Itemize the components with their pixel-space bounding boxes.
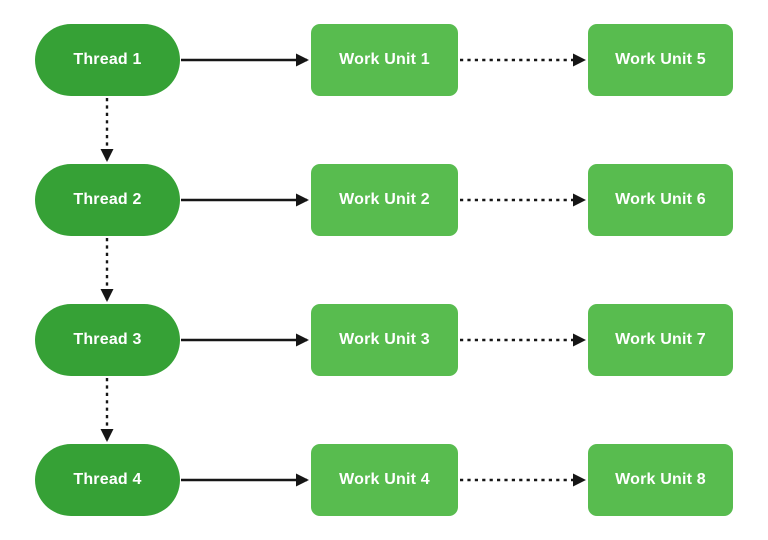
work-unit-node-6: Work Unit 6 (588, 164, 733, 236)
thread-node-2: Thread 2 (35, 164, 180, 236)
work-unit-label: Work Unit 3 (339, 331, 430, 348)
work-unit-label: Work Unit 5 (615, 51, 706, 68)
work-unit-label: Work Unit 8 (615, 471, 706, 488)
work-unit-node-2: Work Unit 2 (311, 164, 458, 236)
work-unit-node-7: Work Unit 7 (588, 304, 733, 376)
thread-label: Thread 2 (73, 191, 142, 208)
work-unit-label: Work Unit 6 (615, 191, 706, 208)
work-unit-label: Work Unit 4 (339, 471, 430, 488)
thread-label: Thread 3 (73, 331, 142, 348)
work-unit-label: Work Unit 2 (339, 191, 430, 208)
work-unit-node-1: Work Unit 1 (311, 24, 458, 96)
thread-label: Thread 4 (73, 471, 142, 488)
work-unit-label: Work Unit 1 (339, 51, 430, 68)
work-unit-node-5: Work Unit 5 (588, 24, 733, 96)
thread-node-4: Thread 4 (35, 444, 180, 516)
work-unit-node-3: Work Unit 3 (311, 304, 458, 376)
work-unit-label: Work Unit 7 (615, 331, 706, 348)
work-unit-node-8: Work Unit 8 (588, 444, 733, 516)
thread-node-3: Thread 3 (35, 304, 180, 376)
thread-label: Thread 1 (73, 51, 142, 68)
work-unit-node-4: Work Unit 4 (311, 444, 458, 516)
thread-node-1: Thread 1 (35, 24, 180, 96)
